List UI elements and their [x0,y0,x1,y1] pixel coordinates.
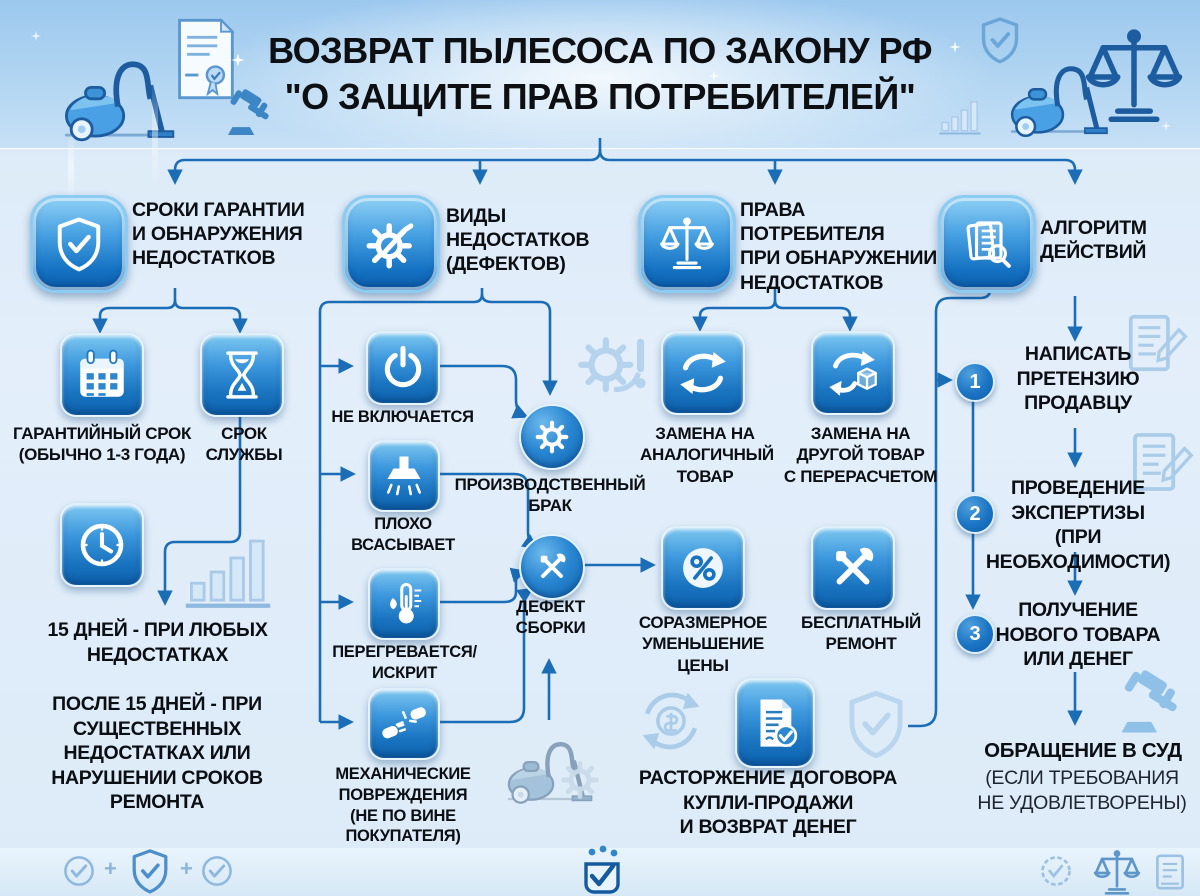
step-1-circle: 1 [955,362,995,402]
court-label: ОБРАЩЕНИЕ В СУД [984,739,1182,762]
mechanical-damage-label: МЕХАНИЧЕСКИЕ ПОВРЕЖДЕНИЯ (НЕ ПО ВИНЕ ПОК… [335,765,471,846]
swap-arrows-icon [675,345,731,401]
tools-icon [534,549,570,585]
column1-badge [30,195,128,293]
service-life-label: СРОК СЛУЖБЫ [205,424,283,465]
tools-icon [826,541,880,595]
calendar-icon [73,346,131,404]
step-2-circle: 2 [955,494,995,534]
factory-defect-label: ПРОИЗВОДСТВЕННЫЙ БРАК [454,475,646,516]
contract-refund-label: РАСТОРЖЕНИЕ ДОГОВОРА КУПЛИ-ПРОДАЖИ И ВОЗ… [638,767,898,839]
clock-icon [73,516,131,574]
no-power-label: НЕ ВКЛЮЧАЕТСЯ [331,408,474,426]
court-note: (ЕСЛИ ТРЕБОВАНИЯ НЕ УДОВЛЕТВОРЕНЫ) [977,767,1187,814]
nozzle-icon [380,452,428,500]
weak-suction-label: ПЛОХО ВСАСЫВАЕТ [351,515,455,554]
column2-header: ВИДЫ НЕДОСТАТКОВ (ДЕФЕКТОВ) [446,205,590,276]
column4-header: АЛГОРИТМ ДЕЙСТВИЙ [1040,217,1147,264]
fifteen-days-tile [60,503,144,587]
page-title: ВОЗВРАТ ПЫЛЕСОСА ПО ЗАКОНУ РФ "О ЗАЩИТЕ … [220,28,980,120]
bar-chart-icon [183,532,273,612]
replace-same-tile [661,331,745,415]
document-check-icon [746,692,804,754]
title-line-2: "О ЗАЩИТЕ ПРАВ ПОТРЕБИТЕЛЕЙ" [284,76,916,118]
service-life-tile [200,333,284,417]
overheat-tile [368,568,440,640]
warranty-period-tile [60,333,144,417]
assembly-defect-node [519,534,585,600]
price-reduction-tile [661,526,745,610]
hourglass-icon [214,347,270,403]
vacuum-gear-icon [500,730,596,806]
no-power-tile [366,331,440,405]
after-fifteen-days-note: ПОСЛЕ 15 ДНЕЙ - ПРИ СУЩЕСТВЕННЫХ НЕДОСТА… [51,693,263,814]
factory-defect-node [519,404,585,470]
check-circle-icon [62,854,96,888]
column3-badge [638,195,736,293]
rosette-check-icon [1038,853,1074,889]
replace-same-label: ЗАМЕНА НА АНАЛОГИЧНЫЙ ТОВАР [640,424,774,486]
weak-suction-tile [368,440,440,512]
plus-separator: + [104,856,117,881]
thermometer-icon [380,580,428,628]
warranty-period-label: ГАРАНТИЙНЫЙ СРОК (ОБЫЧНО 1-3 ГОДА) [12,424,192,465]
contract-refund-tile [735,678,815,768]
shield-check-icon [841,682,911,766]
mascot-check-icon [575,844,629,896]
footer-band: + + [0,848,1200,896]
percent-icon [674,539,732,597]
swap-box-icon [825,345,881,401]
gavel-icon [1108,666,1192,742]
step-2-label: ПРОВЕДЕНИЕ ЭКСПЕРТИЗЫ (ПРИ НЕОБХОДИМОСТИ… [985,477,1171,573]
gear-wrench-icon [362,215,420,273]
check-circle-icon [200,854,234,888]
header-band: ВОЗВРАТ ПЫЛЕСОСА ПО ЗАКОНУ РФ "О ЗАЩИТЕ … [0,0,1200,202]
scales-icon [1092,848,1142,896]
step-1-label: НАПИСАТЬ ПРЕТЕНЗИЮ ПРОДАВЦУ [1016,343,1140,415]
overheat-label: ПЕРЕГРЕВАЕТСЯ/ ИСКРИТ [332,643,477,682]
scales-icon [658,215,716,273]
replace-other-tile [811,331,895,415]
mechanical-damage-tile [368,688,440,760]
column1-header: СРОКИ ГАРАНТИИ И ОБНАРУЖЕНИЯ НЕДОСТАТКОВ [132,199,305,270]
shield-check-icon [127,848,173,894]
plus-separator: + [180,856,193,881]
step-3-label: ПОЛУЧЕНИЕ НОВОГО ТОВАРА ИЛИ ДЕНЕГ [995,599,1161,671]
shield-check-icon [51,216,107,272]
column4-badge [938,195,1036,293]
gear-icon [533,418,571,456]
step-3-circle: 3 [955,614,995,654]
assembly-defect-label: ДЕФЕКТ СБОРКИ [515,597,586,638]
replace-other-label: ЗАМЕНА НА ДРУГОЙ ТОВАР С ПЕРЕРАСЧЕТОМ [783,424,938,486]
power-icon [378,343,428,393]
documents-magnifier-icon [959,216,1015,272]
column3-header: ПРАВА ПОТРЕБИТЕЛЯ ПРИ ОБНАРУЖЕНИИ НЕДОСТ… [740,199,937,294]
column2-badge [342,195,440,293]
light-streak [68,132,74,202]
free-repair-label: БЕСПЛАТНЫЙ РЕМОНТ [801,613,921,654]
free-repair-tile [811,526,895,610]
broken-plug-icon [379,699,429,749]
gear-exclamation-icon [575,328,655,425]
document-icon [1152,852,1188,892]
refund-arrows-icon [633,683,709,759]
title-line-1: ВОЗВРАТ ПЫЛЕСОСА ПО ЗАКОНУ РФ [268,30,932,71]
fifteen-days-note: 15 ДНЕЙ - ПРИ ЛЮБЫХ НЕДОСТАТКАХ [47,619,268,666]
price-reduction-label: СОРАЗМЕРНОЕ УМЕНЬШЕНИЕ ЦЕНЫ [638,613,768,675]
light-streak [152,80,158,190]
gear-icon [558,758,602,802]
